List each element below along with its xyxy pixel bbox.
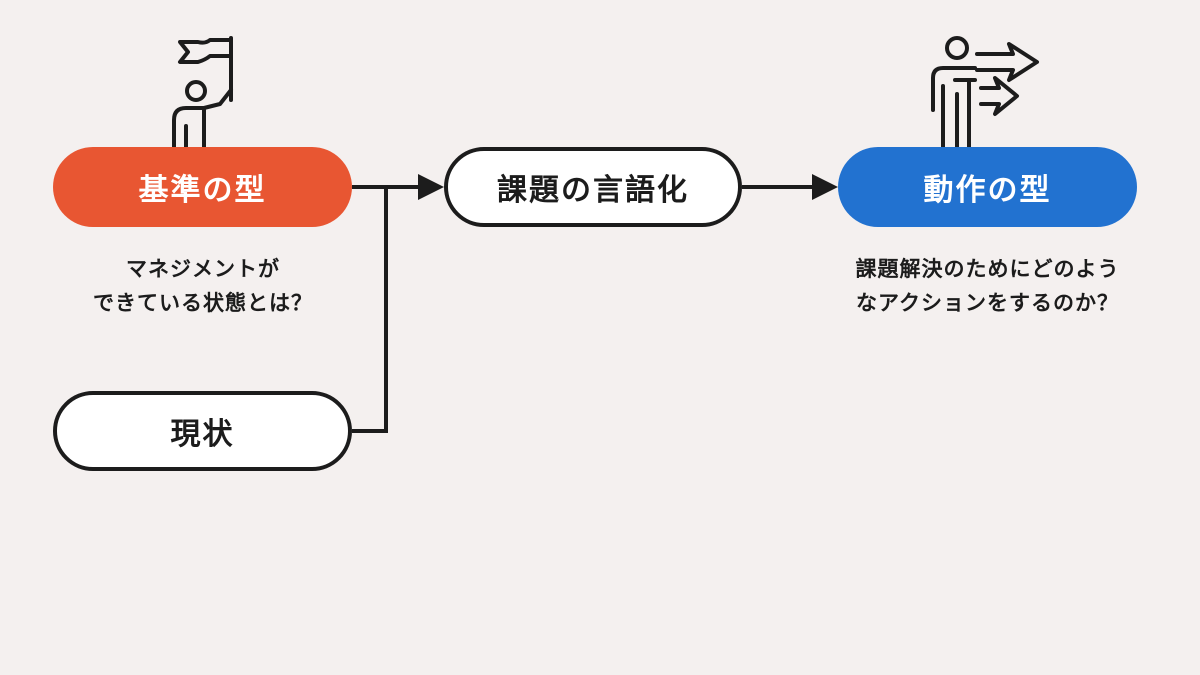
- caption-standard-line-2: できている状態とは？: [93, 291, 313, 315]
- node-standard-label: 基準の型: [138, 173, 267, 208]
- node-verbalize-label: 課題の言語化: [497, 173, 689, 208]
- node-action: 動作の型: [838, 147, 1137, 227]
- arrowhead-to-verbalize: [418, 174, 444, 200]
- person-with-flag-icon: [160, 30, 250, 154]
- node-action-label: 動作の型: [923, 173, 1052, 208]
- caption-action-line-1: 課題解決のためにどのよう: [855, 257, 1120, 281]
- node-current: 現状: [53, 391, 352, 471]
- connector-current-to-junction: [352, 187, 388, 433]
- arrowhead-to-action: [812, 174, 838, 200]
- caption-action: 課題解決のためにどのよう なアクションをするのか？: [800, 252, 1175, 320]
- node-current-label: 現状: [170, 417, 235, 452]
- node-verbalize: 課題の言語化: [444, 147, 742, 227]
- caption-standard: マネジメントが できている状態とは？: [40, 252, 366, 320]
- caption-standard-line-1: マネジメントが: [126, 257, 280, 281]
- node-standard: 基準の型: [53, 147, 352, 227]
- person-pointing-arrows-icon: [925, 30, 1055, 154]
- caption-action-line-2: なアクションをするのか？: [856, 291, 1119, 315]
